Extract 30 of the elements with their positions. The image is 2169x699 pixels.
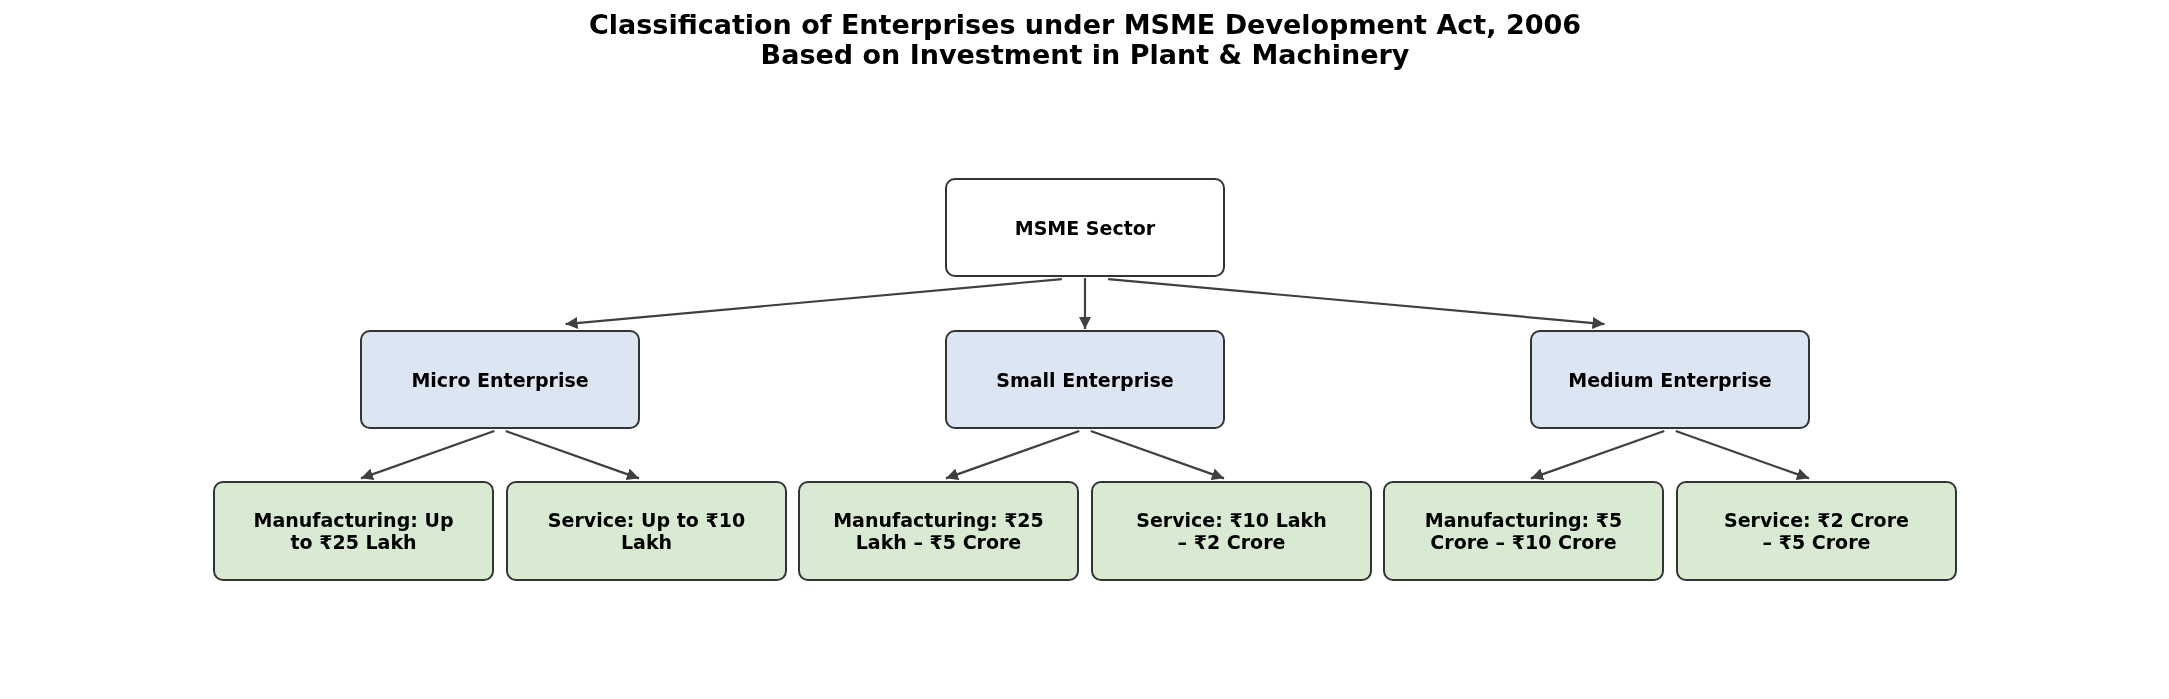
- box-label: Manufacturing: ₹5 Crore – ₹10 Crore: [1423, 509, 1624, 553]
- rounded-box: [945, 178, 1225, 277]
- title: Classification of Enterprises under MSME Development Act, 2006 Based on Investment in Plant & Machinery: [587, 10, 1583, 70]
- arrow: [360, 430, 495, 480]
- arrow: [1675, 430, 1810, 480]
- arrow: [945, 430, 1080, 480]
- rounded-box: [1530, 330, 1810, 429]
- box-label: Micro Enterprise: [411, 368, 589, 391]
- box-label: Service: ₹10 Lakh – ₹2 Crore: [1135, 509, 1328, 553]
- arrow: [565, 278, 1062, 329]
- arrow: [505, 430, 640, 480]
- arrow: [1090, 430, 1225, 480]
- rounded-box: [360, 330, 640, 429]
- rounded-box: [1383, 481, 1664, 581]
- arrow: [1078, 278, 1092, 329]
- box-label: Manufacturing: ₹25 Lakh – ₹5 Crore: [832, 509, 1045, 553]
- arrow: [1108, 278, 1605, 329]
- rounded-box: [798, 481, 1079, 581]
- rounded-box: [1676, 481, 1957, 581]
- rounded-box: [213, 481, 494, 581]
- box-label: Manufacturing: Up to ₹25 Lakh: [252, 509, 455, 553]
- arrow: [1530, 430, 1665, 480]
- rounded-box: [506, 481, 787, 581]
- box-label: Service: Up to ₹10 Lakh: [546, 509, 747, 553]
- box-label: Medium Enterprise: [1568, 368, 1772, 391]
- box-label: MSME Sector: [1014, 216, 1156, 239]
- rounded-box: [1091, 481, 1372, 581]
- box-label: Service: ₹2 Crore – ₹5 Crore: [1723, 509, 1910, 553]
- box-label: Small Enterprise: [996, 368, 1174, 391]
- rounded-box: [945, 330, 1225, 429]
